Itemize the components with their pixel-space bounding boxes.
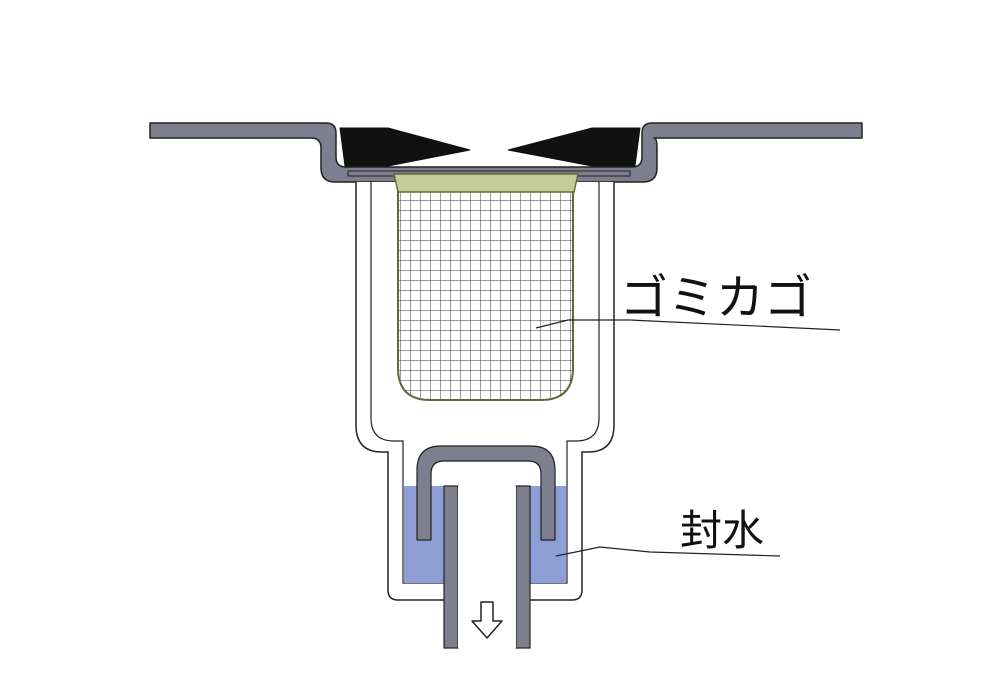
outlet-pipe-left (443, 485, 459, 649)
basket-rim (393, 173, 579, 193)
outlet-pipe-right (515, 485, 531, 649)
basket-leader-line (535, 319, 841, 331)
trap-cap (416, 445, 556, 541)
left-wedge-arrow-icon (339, 127, 471, 167)
basket-label: ゴミカゴ (620, 270, 812, 326)
floor-plate (149, 122, 863, 183)
water-seal-leader-line (555, 546, 781, 557)
right-wedge-arrow-icon (507, 127, 641, 167)
basket-mesh (397, 189, 574, 401)
flow-down-arrow-icon (471, 601, 503, 639)
water-seal-label: 封水 (680, 506, 764, 555)
